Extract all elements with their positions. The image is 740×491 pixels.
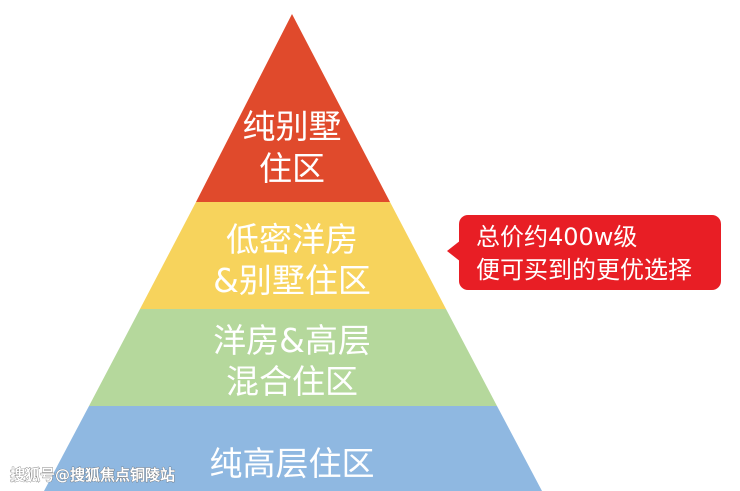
tier-4-shape [44,406,542,491]
tier-1-label-line-2: 住区 [259,149,325,188]
tier-2-shape [140,202,446,309]
tier-2-label-line-2: &别墅住区 [213,261,371,300]
tier-4-label-line-1: 纯高层住区 [210,444,375,483]
tier-3-shape [89,309,497,406]
tier-3-label-line-1: 洋房&高层 [213,321,371,360]
callout-line-1: 总价约400w级 [476,223,637,251]
tier-3-label-line-2: 混合住区 [226,362,358,401]
callout-box [459,215,721,290]
tier-2-label-line-1: 低密洋房 [226,220,358,259]
tier-1-label-line-1: 纯别墅 [243,107,342,146]
tier-1-shape [196,14,390,202]
callout-pointer [447,240,461,262]
callout-bubble: 总价约400w级 便可买到的更优选择 [447,215,721,290]
callout-line-2: 便可买到的更优选择 [476,256,692,284]
watermark-text: 搜狐号@搜狐焦点铜陵站 [10,466,175,484]
